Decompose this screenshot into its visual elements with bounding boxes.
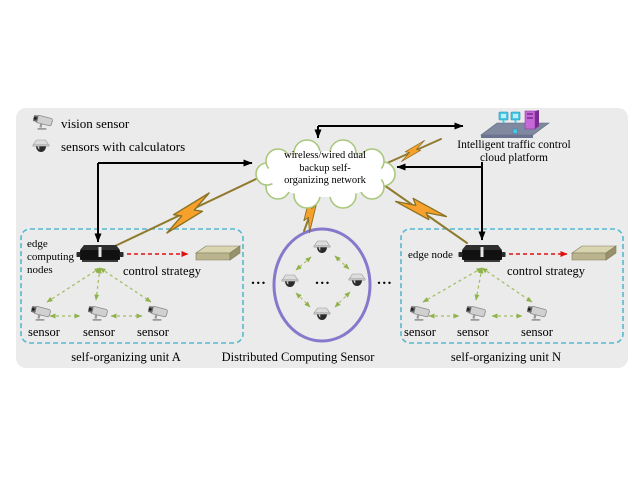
unit-n-caption: self-organizing unit N: [450, 350, 562, 364]
unit-a-sensor-label: sensor: [83, 325, 115, 339]
unit-n-control-strategy-label: control strategy: [506, 264, 586, 278]
platform-label: Intelligent traffic control cloud platfo…: [457, 139, 571, 164]
unit-n-sensor-label: sensor: [521, 325, 553, 339]
unit-a-sensor-label: sensor: [28, 325, 60, 339]
ellipsis-center: ...: [315, 272, 331, 288]
distributed-caption: Distributed Computing Sensor: [221, 350, 375, 364]
cloud-label: wireless/wired dual backup self- organiz…: [284, 150, 366, 186]
unit-a-sensor-label: sensor: [137, 325, 169, 339]
unit-a-control-strategy-label: control strategy: [122, 264, 202, 278]
unit-n-node-label: edge node: [408, 249, 453, 261]
unit-n-sensor-label: sensor: [457, 325, 489, 339]
unit-a-caption: self-organizing unit A: [71, 350, 181, 364]
legend-calculator-sensor-label: sensors with calculators: [61, 139, 186, 154]
ellipsis-right: ...: [377, 272, 393, 288]
ellipsis-left: ...: [251, 272, 267, 288]
unit-a-node-label: edge computing nodes: [27, 238, 75, 276]
unit-n-sensor-label: sensor: [404, 325, 436, 339]
legend-vision-sensor-label: vision sensor: [61, 116, 130, 131]
